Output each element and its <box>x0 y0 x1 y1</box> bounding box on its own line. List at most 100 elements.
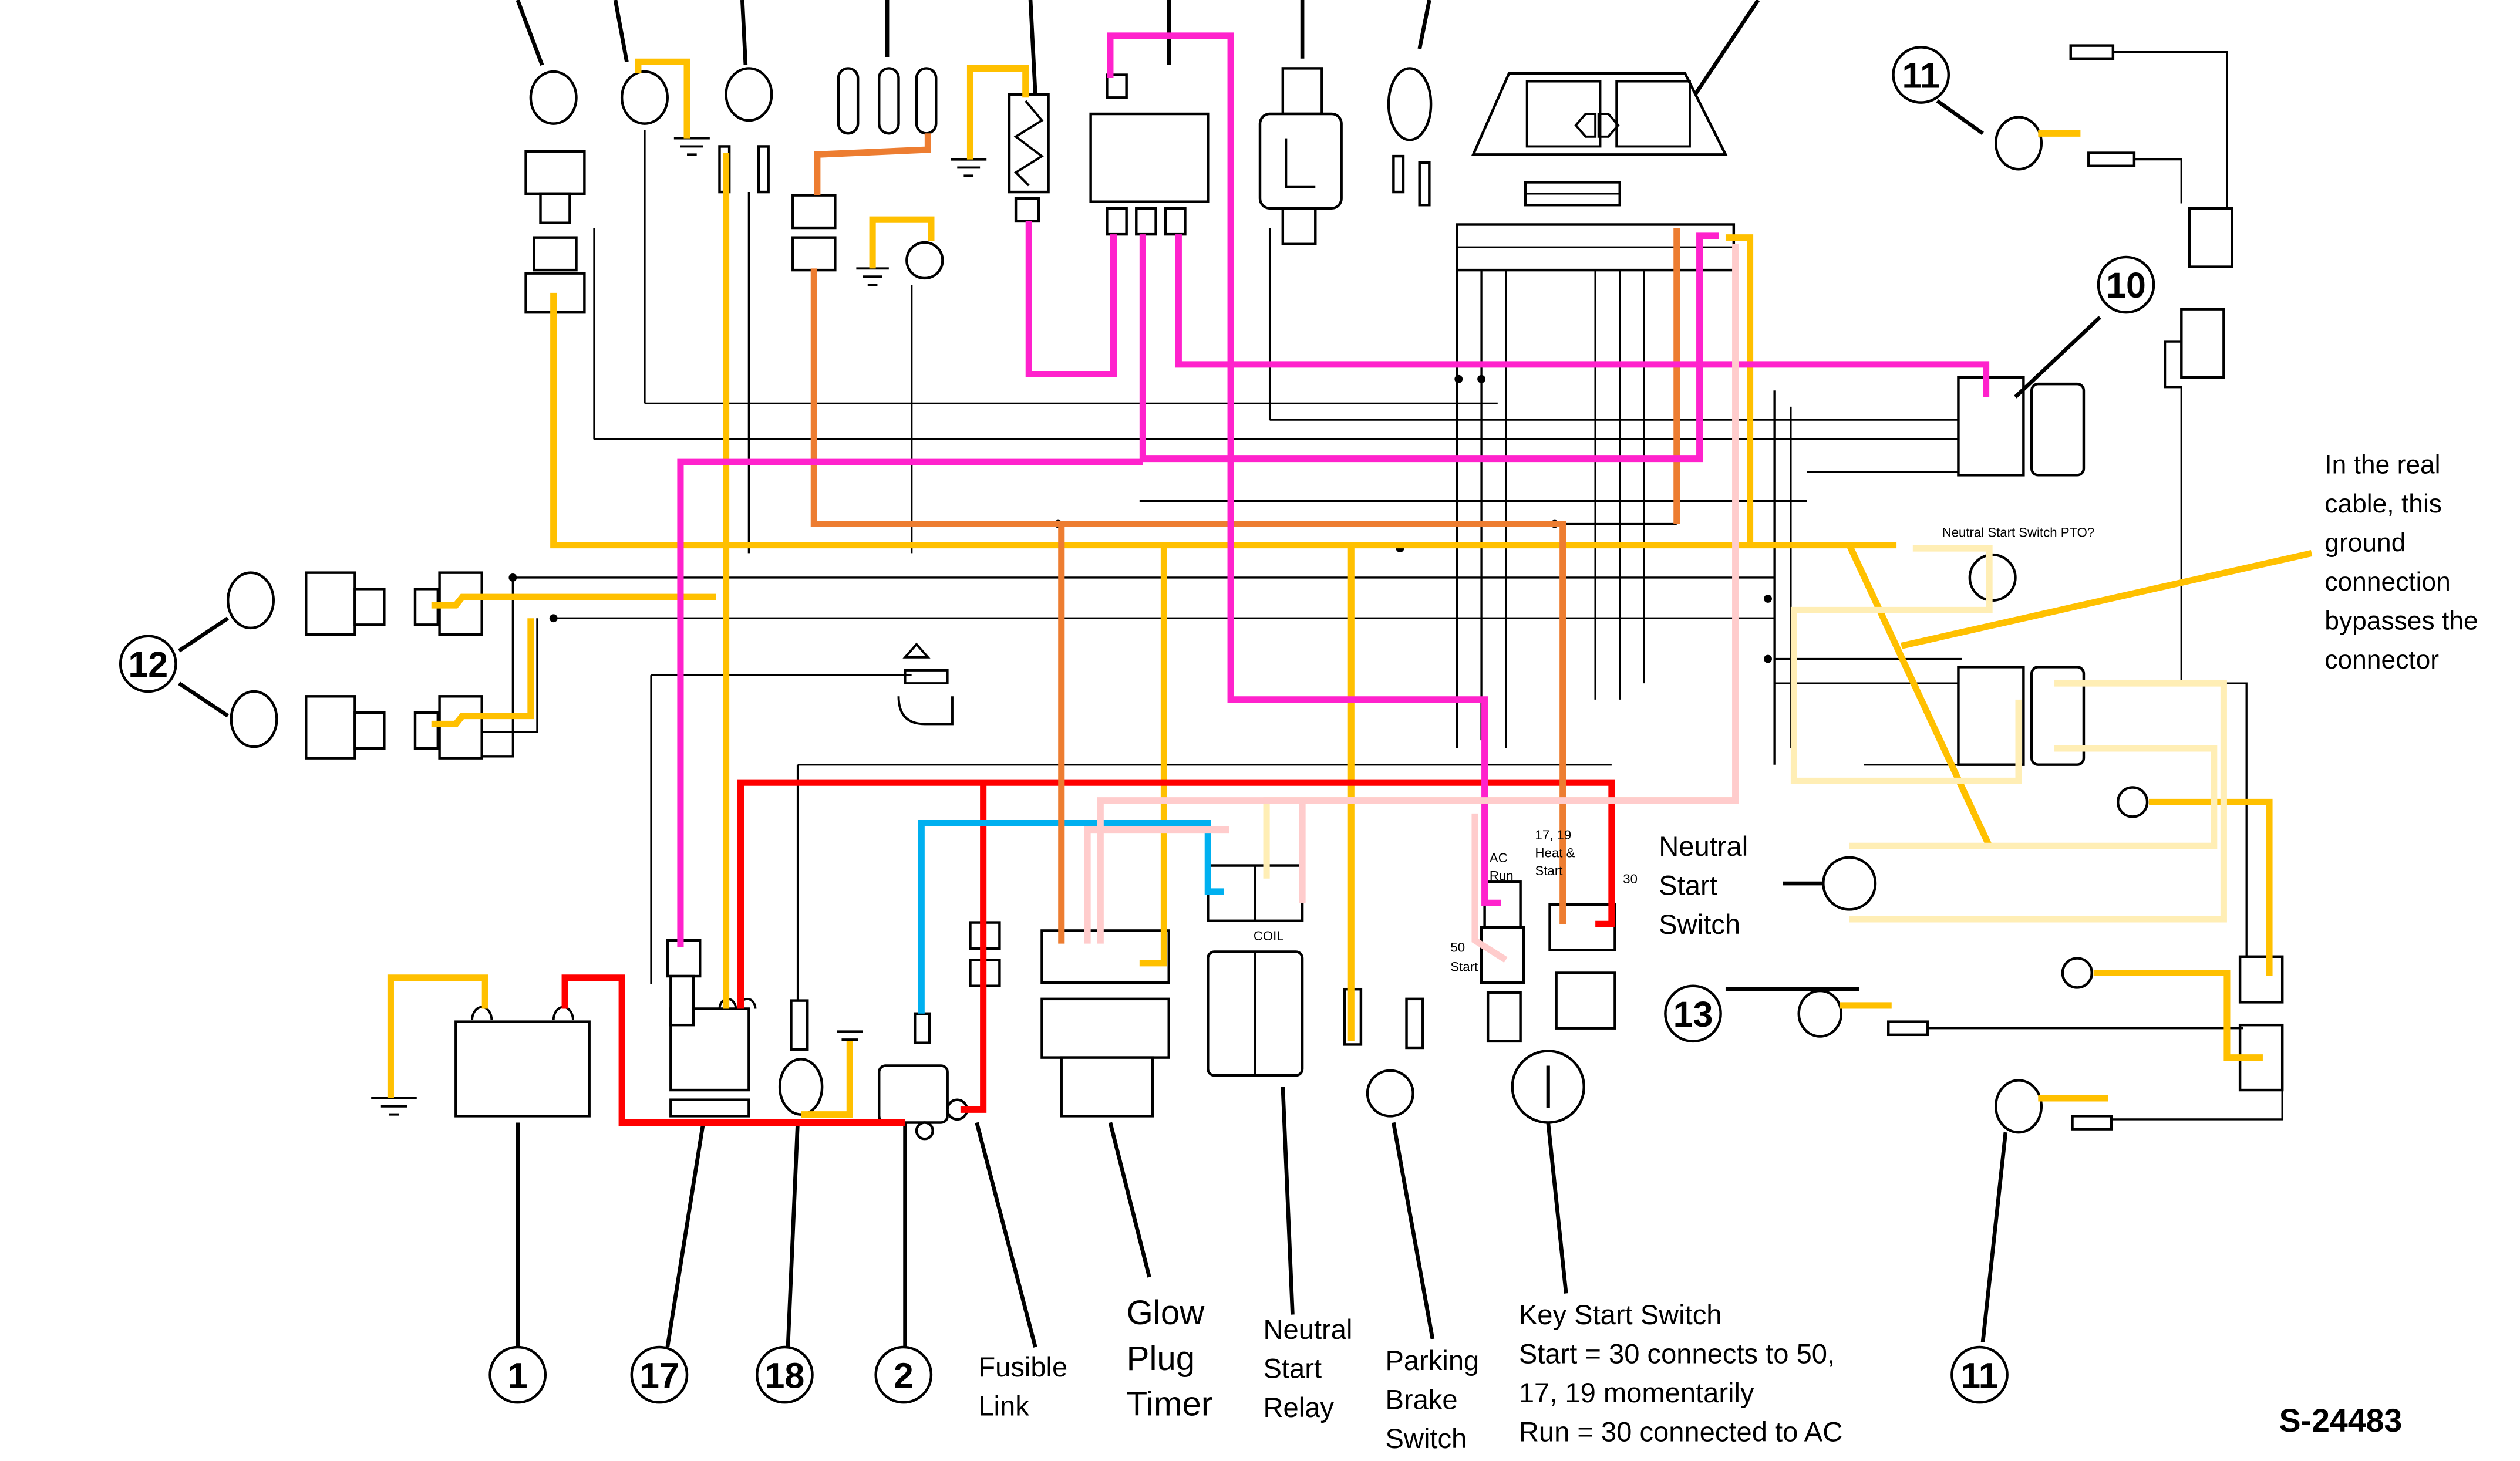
labels: Fusible Link Glow Plug Timer Neutral Sta… <box>978 451 2478 1454</box>
battery-icon <box>454 1020 591 1118</box>
lamp-11-top-icon <box>1995 116 2043 171</box>
heater-element-icon <box>1008 93 1050 194</box>
callout-17: 17 <box>630 1345 689 1404</box>
wire-yellow-cluster <box>1725 234 1754 545</box>
svg-text:17, 19: 17, 19 <box>1535 828 1572 842</box>
wire-red-main <box>737 779 1615 1009</box>
wire-yellow-main <box>550 292 1897 549</box>
svg-text:10: 10 <box>2106 265 2146 305</box>
callout-11-bottom: 11 <box>1950 1345 2009 1404</box>
wire-yellow-heater <box>966 65 1029 160</box>
neutral-start-switch-icon <box>1822 856 1877 911</box>
gauge-1-icon <box>529 70 578 125</box>
svg-text:11: 11 <box>1960 1355 1998 1395</box>
wire-magenta-key <box>1107 32 1501 906</box>
svg-text:Plug: Plug <box>1127 1339 1195 1378</box>
svg-text:Link: Link <box>978 1390 1029 1421</box>
wire-pink-50 <box>1471 813 1508 963</box>
wire-red-fusible <box>960 782 987 1113</box>
svg-text:11: 11 <box>1902 56 1939 96</box>
relay-top-icon <box>1281 67 1323 116</box>
wire-yellow-note <box>1901 549 2313 649</box>
svg-text:2: 2 <box>894 1355 914 1395</box>
label-neutral-start-relay: Neutral Start Relay <box>1264 1314 1353 1423</box>
svg-text:Run: Run <box>1490 869 1514 883</box>
wire-yellow-alt <box>801 1041 853 1118</box>
wire-yellow-gpt <box>1139 545 1167 967</box>
colored-wires <box>387 32 2313 1126</box>
svg-text:Start: Start <box>1450 960 1478 974</box>
svg-text:Fusible: Fusible <box>978 1351 1067 1382</box>
instrument-cluster <box>1456 72 1736 272</box>
svg-text:18: 18 <box>764 1355 804 1395</box>
wire-pink-relay <box>1097 244 1739 944</box>
connector-pto <box>1957 666 2025 766</box>
callout-1: 1 <box>488 1345 547 1404</box>
wire-lightyellow-nss <box>1849 745 2218 849</box>
svg-text:Switch: Switch <box>1659 909 1740 940</box>
label-key-start-switch: Key Start Switch Start = 30 connects to … <box>1519 1299 1842 1447</box>
svg-text:Start: Start <box>1659 869 1717 900</box>
callouts: 1 17 18 2 11 11 10 12 13 <box>119 46 2155 1404</box>
lamp-12-bottom-icon <box>230 690 278 748</box>
wire-magenta-10 <box>1175 234 1990 397</box>
svg-text:Run = 30 connected to AC: Run = 30 connected to AC <box>1519 1416 1842 1447</box>
indicator-lamp-icon <box>905 241 944 280</box>
sensor-icon <box>1387 67 1433 141</box>
wire-yellow-12a <box>431 593 716 609</box>
svg-text:In the real: In the real <box>2324 451 2440 480</box>
label-relay-coil: COIL <box>1254 929 1284 943</box>
label-glow-plug-timer: Glow Plug Timer <box>1127 1294 1213 1423</box>
wire-yellow-diag <box>1846 544 1993 848</box>
svg-text:Key Start Switch: Key Start Switch <box>1519 1299 1722 1330</box>
wire-yellow-12b <box>431 618 534 727</box>
callout-12: 12 <box>119 635 177 693</box>
parking-brake-switch-icon <box>1366 1069 1414 1118</box>
wire-blue <box>918 819 1225 1014</box>
svg-text:Timer: Timer <box>1127 1385 1213 1423</box>
glow-plug-timer-icon <box>1060 1056 1154 1118</box>
wire-yellow-gauge <box>635 58 690 139</box>
connector-10 <box>1957 376 2025 477</box>
wire-magenta-starter <box>677 458 1143 947</box>
wire-magenta-heater <box>1025 221 1117 378</box>
svg-text:AC: AC <box>1490 851 1508 865</box>
connector-top-left <box>524 150 586 195</box>
svg-text:ground: ground <box>2324 529 2406 558</box>
label-ground-note: In the real cable, this ground connectio… <box>2324 451 2478 675</box>
alternator-icon <box>778 1058 824 1116</box>
bottom-pointer-arrows <box>178 99 2101 1348</box>
left-turn-indicator-icon <box>1574 113 1597 138</box>
indicator-lamp-right-1-icon <box>2116 786 2149 818</box>
wire-lightyellow-nss2 <box>1849 680 2227 923</box>
svg-text:Parking: Parking <box>1385 1345 1479 1376</box>
svg-text:Start = 30 connects to 50,: Start = 30 connects to 50, <box>1519 1338 1835 1369</box>
label-neutral-start-switch: Neutral Start Switch <box>1659 831 1748 940</box>
callout-2: 2 <box>874 1345 933 1404</box>
wire-yellow-right <box>2148 798 2273 977</box>
svg-text:Brake: Brake <box>1385 1384 1457 1415</box>
wire-orange-glowplug <box>814 133 931 195</box>
svg-text:17: 17 <box>639 1355 679 1395</box>
label-neutral-start-switch-pto: Neutral Start Switch PTO? <box>1942 525 2094 540</box>
wire-yellow-right2 <box>2093 969 2263 1061</box>
wire-magenta-fuse <box>1139 232 1719 463</box>
callout-10: 10 <box>2097 255 2155 314</box>
document-id: S-24483 <box>2279 1402 2403 1439</box>
lamp-12-top-icon <box>226 571 275 630</box>
svg-text:Heat &: Heat & <box>1535 846 1575 861</box>
svg-text:Relay: Relay <box>1264 1392 1335 1423</box>
glow-plugs-icon <box>837 67 938 135</box>
svg-text:Start: Start <box>1264 1353 1322 1384</box>
sender-icon <box>725 67 773 122</box>
wire-red-battery <box>561 974 905 1126</box>
svg-text:17, 19 momentarily: 17, 19 momentarily <box>1519 1377 1754 1408</box>
callout-18: 18 <box>756 1345 814 1404</box>
svg-text:connection: connection <box>2324 568 2451 596</box>
svg-text:Neutral: Neutral <box>1659 831 1748 862</box>
callout-11-top: 11 <box>1892 46 1950 104</box>
starter-solenoid-icon <box>877 1064 949 1124</box>
svg-text:Glow: Glow <box>1127 1294 1205 1332</box>
svg-text:Switch: Switch <box>1385 1423 1467 1454</box>
indicator-lamp-right-2-icon <box>2061 957 2094 989</box>
